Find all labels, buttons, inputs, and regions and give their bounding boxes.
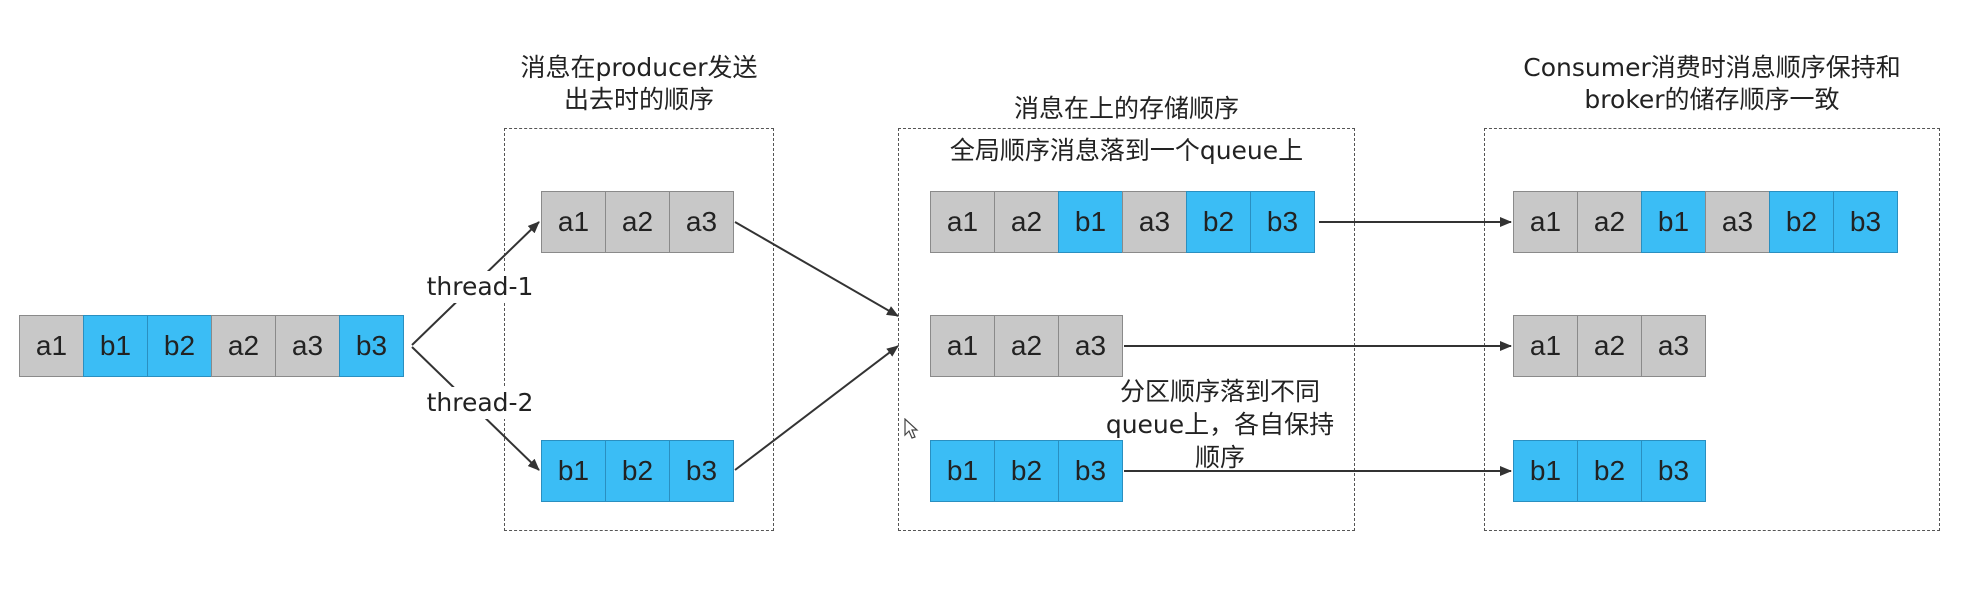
queue-cell-b2: b2	[1186, 191, 1251, 253]
queue-cell-a3: a3	[1705, 191, 1770, 253]
arrow-thread2-to-broker	[734, 345, 899, 471]
consumer-title-line1: Consumer消费时消息顺序保持和	[1523, 53, 1901, 82]
queue-cell-a1: a1	[930, 191, 995, 253]
queue-cell-a3: a3	[669, 191, 734, 253]
queue-cell-a3: a3	[1058, 315, 1123, 377]
consumer-title: Consumer消费时消息顺序保持和 broker的储存顺序一致	[1484, 52, 1940, 116]
producer-title-line1: 消息在producer发送	[520, 53, 758, 82]
queue-cell-b2: b2	[994, 440, 1059, 502]
queue-cell-a2: a2	[994, 315, 1059, 377]
partition-note: 分区顺序落到不同 queue上，各自保持 顺序	[1095, 375, 1345, 474]
queue-cell-b1: b1	[1513, 440, 1578, 502]
producer-title-line2: 出去时的顺序	[563, 85, 714, 114]
queue-cell-b2: b2	[147, 315, 212, 377]
queue-cell-b3: b3	[1250, 191, 1315, 253]
queue-cell-a1: a1	[930, 315, 995, 377]
broker-subtitle-line: 全局顺序消息落到一个queue上	[949, 136, 1304, 165]
queue-cell-a1: a1	[1513, 315, 1578, 377]
queue-cell-a3: a3	[1641, 315, 1706, 377]
partition-note-line2: queue上，各自保持	[1105, 410, 1335, 439]
queue-cell-b1: b1	[930, 440, 995, 502]
queue-cell-b2: b2	[1769, 191, 1834, 253]
queue-cell-b2: b2	[605, 440, 670, 502]
partition-note-line3: 顺序	[1194, 443, 1245, 472]
queue-cell-a1: a1	[1513, 191, 1578, 253]
producer-title: 消息在producer发送 出去时的顺序	[504, 52, 774, 116]
queue-cell-b3: b3	[669, 440, 734, 502]
thread1-label: thread-1	[422, 271, 538, 303]
queue-cell-b3: b3	[1058, 440, 1123, 502]
consumer-region	[1484, 128, 1940, 531]
broker-region	[898, 128, 1355, 531]
producer-region	[504, 128, 774, 531]
partition-note-line1: 分区顺序落到不同	[1119, 377, 1320, 406]
broker-subtitle: 全局顺序消息落到一个queue上	[898, 135, 1355, 167]
queue-cell-b3: b3	[1641, 440, 1706, 502]
queue-cell-a3: a3	[275, 315, 340, 377]
mouse-cursor-icon	[904, 418, 919, 439]
broker-title: 消息在上的存储顺序	[898, 93, 1355, 125]
queue-cell-a1: a1	[19, 315, 84, 377]
queue-cell-b1: b1	[83, 315, 148, 377]
queue-cell-b3: b3	[339, 315, 404, 377]
queue-cell-a2: a2	[211, 315, 276, 377]
broker-title-line: 消息在上的存储顺序	[1013, 94, 1239, 123]
consumer-title-line2: broker的储存顺序一致	[1584, 85, 1840, 114]
queue-cell-a2: a2	[1577, 315, 1642, 377]
queue-cell-b1: b1	[1641, 191, 1706, 253]
queue-cell-a2: a2	[994, 191, 1059, 253]
queue-cell-a1: a1	[541, 191, 606, 253]
queue-cell-b1: b1	[541, 440, 606, 502]
queue-cell-a2: a2	[1577, 191, 1642, 253]
queue-cell-a3: a3	[1122, 191, 1187, 253]
thread2-label: thread-2	[422, 387, 538, 419]
arrow-thread1-to-broker	[734, 221, 899, 317]
queue-cell-b1: b1	[1058, 191, 1123, 253]
queue-cell-b3: b3	[1833, 191, 1898, 253]
queue-cell-b2: b2	[1577, 440, 1642, 502]
